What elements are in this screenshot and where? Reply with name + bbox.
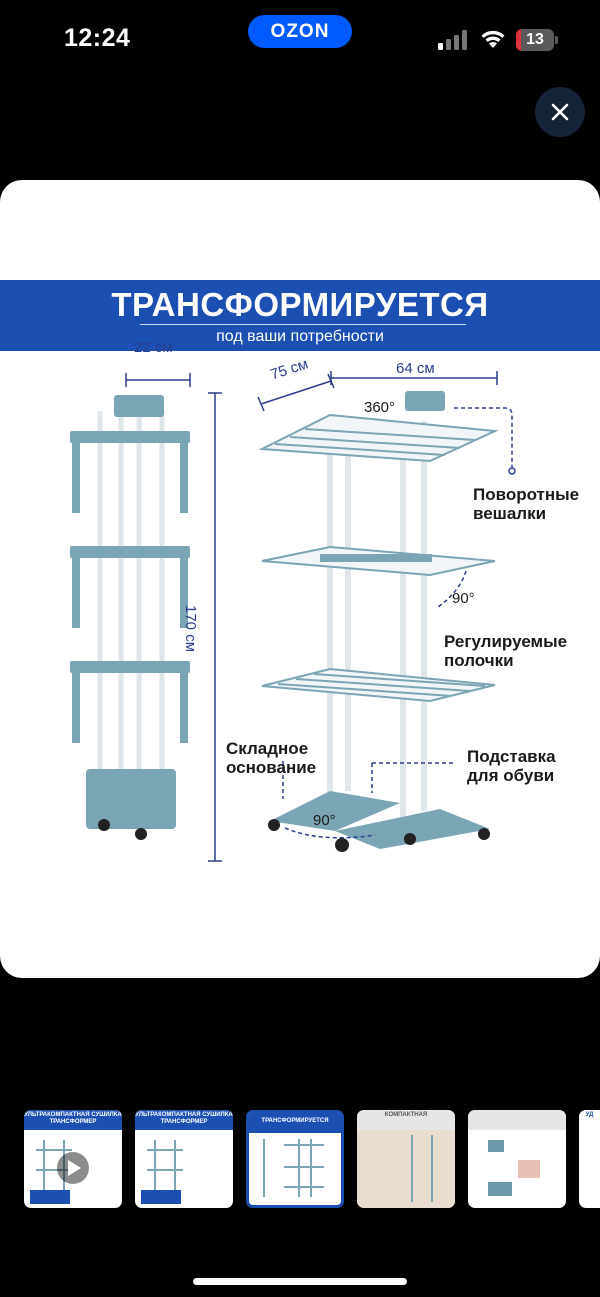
- thumbnail-5-preview: [488, 1140, 540, 1196]
- angle-shelf: 90°: [452, 590, 475, 607]
- label-rotating-hangers: Поворотные вешалки: [473, 485, 580, 523]
- dimension-depth-folded: 22 см: [134, 339, 173, 356]
- thumbnail-2[interactable]: УЛЬТРАКОМПАКТНАЯ СУШИЛКА ТРАНСФОРМЕР: [135, 1110, 233, 1208]
- battery-level: 13: [526, 31, 544, 48]
- thumbnail-4[interactable]: КОМПАКТНАЯ: [357, 1110, 455, 1208]
- banner-divider: [140, 324, 466, 325]
- ozon-logo: OZON: [248, 15, 352, 48]
- signal-icon: [438, 30, 467, 50]
- status-time: 12:24: [64, 24, 131, 52]
- close-icon: [551, 103, 569, 121]
- thumbnail-1-preview: [30, 1140, 89, 1204]
- product-image-viewer[interactable]: ТРАНСФОРМИРУЕТСЯ под ваши потребности: [0, 180, 600, 978]
- dimension-width: 64 см: [396, 360, 435, 377]
- status-bar: 12:24 OZON 13: [0, 0, 600, 80]
- opened-dryer: [258, 391, 516, 852]
- dimension-height: 170 см: [182, 605, 199, 653]
- label-adjustable-shelves: Регулируемые полочки: [444, 632, 568, 670]
- banner-subtitle: под ваши потребности: [216, 328, 384, 345]
- dryer-drawing: [70, 371, 516, 862]
- angle-rotate: 360°: [364, 399, 396, 416]
- close-button[interactable]: [535, 87, 585, 137]
- thumbnail-5[interactable]: [468, 1110, 566, 1208]
- thumbnail-3-preview: [263, 1139, 324, 1197]
- label-shoe-stand: Подставка для обуви: [467, 747, 556, 785]
- thumbnail-2-preview: [141, 1140, 183, 1204]
- banner-title: ТРАНСФОРМИРУЕТСЯ: [111, 286, 489, 323]
- battery-fill: [516, 29, 521, 51]
- thumbnail-6[interactable]: УД: [579, 1110, 600, 1208]
- wifi-icon: [481, 30, 505, 48]
- banner: ТРАНСФОРМИРУЕТСЯ под ваши потребности: [0, 280, 600, 351]
- thumbnail-strip[interactable]: УЛЬТРАКОМПАКТНАЯ СУШИЛКА ТРАНСФОРМЕР УЛЬ…: [0, 1110, 600, 1210]
- label-folding-base: Складное основание: [226, 739, 317, 777]
- thumbnail-3-active[interactable]: ТРАНСФОРМИРУЕТСЯ: [246, 1110, 344, 1208]
- angle-base: 90°: [313, 812, 336, 829]
- product-illustration: 22 см 170 см 75 см 64 см 360° 90° 90° По…: [0, 339, 600, 978]
- thumbnail-1[interactable]: УЛЬТРАКОМПАКТНАЯ СУШИЛКА ТРАНСФОРМЕР: [24, 1110, 122, 1208]
- thumbnail-4-preview: [357, 1130, 455, 1208]
- battery-icon: 13: [516, 29, 558, 51]
- folded-dryer: [70, 395, 190, 840]
- home-indicator: [193, 1278, 407, 1285]
